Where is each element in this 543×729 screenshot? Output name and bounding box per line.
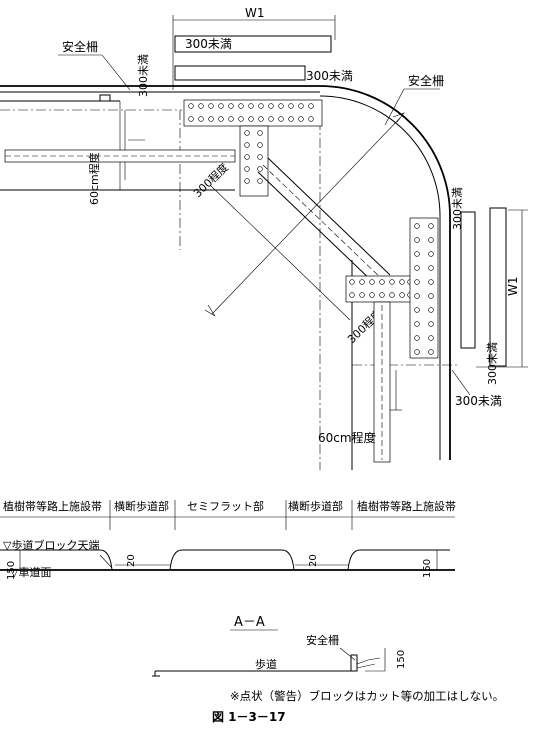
left-60cm-label: 60cm程度 bbox=[87, 152, 101, 205]
detail-guard-rail-label: 安全柵 bbox=[306, 633, 339, 647]
top-under300-vertical: 300未満 bbox=[137, 54, 150, 97]
top-under300-a: 300未満 bbox=[185, 37, 232, 51]
top-dim-w1: W1 bbox=[245, 6, 265, 20]
guard-rail-right-label: 安全柵 bbox=[408, 73, 444, 88]
lower-block-cluster bbox=[345, 275, 417, 463]
dim-20-b: 20 bbox=[308, 554, 319, 567]
plan-view: W1 300未満 300未満 300未満 安全柵 安全柵 bbox=[0, 6, 528, 470]
road-surface-label: ▽車道面 bbox=[10, 565, 51, 579]
diag-300-upper: 300程度 bbox=[190, 160, 231, 200]
section-view: 植樹帯等路上施設帯 横断歩道部 セミフラット部 横断歩道部 植樹帯等路上施設帯 … bbox=[0, 499, 456, 580]
dim-20-a: 20 bbox=[126, 554, 137, 567]
right-dim-w1: W1 bbox=[506, 277, 520, 297]
zone-label-4: 横断歩道部 bbox=[288, 499, 343, 513]
note-text: ※点状（警告）ブロックはカット等の加工はしない。 bbox=[230, 689, 504, 703]
detail-a-a: A－A 安全柵 歩道 150 bbox=[152, 615, 407, 677]
bottom-under300-label: 300未満 bbox=[455, 394, 502, 408]
guard-rail-left-label: 安全柵 bbox=[62, 39, 98, 54]
zone-label-3: セミフラット部 bbox=[187, 499, 264, 513]
block-top-label: ▽歩道ブロック天端 bbox=[3, 538, 99, 552]
figure-caption: 図 1－3－17 bbox=[212, 710, 286, 724]
bottom-60cm-label: 60cm程度 bbox=[318, 430, 376, 445]
right-under300-top: 300未満 bbox=[451, 187, 464, 230]
right-block-cluster bbox=[409, 217, 439, 359]
dim-150-left: 150 bbox=[6, 561, 17, 580]
left-guide-strip bbox=[4, 149, 236, 163]
zone-label-2: 横断歩道部 bbox=[114, 499, 169, 513]
detail-dim-150: 150 bbox=[396, 650, 407, 669]
zone-label-1: 植樹帯等路上施設帯 bbox=[3, 499, 102, 513]
diagonal-guide-strip bbox=[257, 157, 391, 286]
detail-sidewalk-label: 歩道 bbox=[255, 657, 277, 671]
top-under300-b: 300未満 bbox=[306, 69, 353, 83]
zone-label-5: 植樹帯等路上施設帯 bbox=[357, 499, 456, 513]
dim-150-right: 150 bbox=[422, 559, 433, 578]
detail-title: A－A bbox=[234, 615, 265, 630]
right-under300-vertical: 300未満 bbox=[486, 342, 499, 385]
top-block-cluster bbox=[183, 99, 323, 197]
